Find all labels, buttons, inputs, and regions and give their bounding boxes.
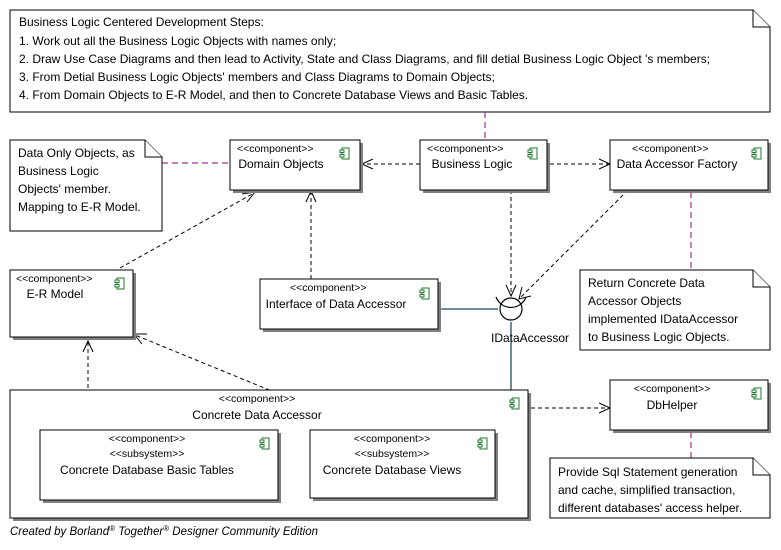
data-only-note-line-1: Data Only Objects, as — [18, 146, 135, 160]
top-note-line-3: 2. Draw Use Case Diagrams and then lead … — [19, 52, 710, 66]
component-interface-of-data-accessor[interactable]: <<component>> Interface of Data Accessor — [259, 278, 441, 332]
component-name: Concrete Data Accessor — [192, 408, 321, 422]
dbhelper-note-line-2: and cache, simplified transaction, — [558, 483, 735, 497]
data-only-note-line-4: Mapping to E-R Model. — [18, 200, 141, 214]
factory-note-line-3: implemented IDataAccessor — [588, 312, 738, 326]
component-name: E-R Model — [27, 287, 84, 301]
arrowhead — [518, 286, 532, 300]
top-note-line-2: 1. Work out all the Business Logic Objec… — [19, 34, 336, 48]
subsystem-database-views[interactable]: <<component>> <<subsystem>> Concrete Dat… — [309, 429, 498, 501]
footer-mid: Together — [115, 526, 164, 538]
stereotype-label: <<component>> — [632, 143, 708, 155]
component-data-accessor-factory[interactable]: <<component>> Data Accessor Factory — [609, 139, 771, 193]
component-business-logic[interactable]: <<component>> Business Logic — [419, 139, 550, 193]
footer-reg-mark-1: ® — [109, 524, 115, 533]
component-domain-objects[interactable]: <<component>> Domain Objects — [229, 139, 363, 193]
idataaccessor-interface[interactable]: IDataAccessor — [491, 296, 569, 345]
dbhelper-note-line-3: different databases' access helper. — [558, 501, 742, 515]
component-name: Concrete Database Views — [323, 463, 462, 477]
data-only-note[interactable]: Data Only Objects, as Business Logic Obj… — [9, 139, 163, 232]
stereotype-label: <<component>> — [427, 143, 503, 155]
footer-suffix: Designer Community Edition — [169, 526, 318, 538]
dep-er-model-to-domain-objects — [119, 192, 255, 269]
stereotype-label: <<component>> — [16, 273, 92, 285]
top-note-line-4: 3. From Detial Business Logic Objects' m… — [19, 70, 495, 84]
arrowhead — [241, 191, 257, 203]
factory-note-line-1: Return Concrete Data — [588, 276, 705, 290]
interface-circle-icon — [499, 297, 523, 321]
top-note-line-5: 4. From Domain Objects to E-R Model, and… — [19, 88, 528, 102]
factory-note-line-4: to Business Logic Objects. — [588, 330, 729, 344]
interface-label: IDataAccessor — [491, 331, 569, 345]
interface-socket-icon — [495, 296, 527, 309]
data-only-note-line-3: Objects' member. — [18, 182, 111, 196]
subsystem-basic-tables[interactable]: <<component>> <<subsystem>> Concrete Dat… — [39, 429, 281, 503]
stereotype-label: <<component>> — [237, 143, 313, 155]
footer-prefix: Created by Borland — [10, 526, 110, 538]
component-name: Business Logic — [432, 157, 513, 171]
stereotype-component-label: <<component>> — [109, 433, 185, 445]
arrowhead — [505, 284, 517, 298]
stereotype-component-label: <<component>> — [354, 433, 430, 445]
component-name: Interface of Data Accessor — [266, 297, 407, 311]
dbhelper-note[interactable]: Provide Sql Statement generation and cac… — [549, 457, 771, 519]
data-only-note-line-2: Business Logic — [18, 164, 99, 178]
component-name: Concrete Database Basic Tables — [60, 463, 234, 477]
component-dbhelper[interactable]: <<component>> DbHelper — [609, 379, 771, 433]
stereotype-label: <<component>> — [634, 383, 710, 395]
stereotype-subsystem-label: <<subsystem>> — [355, 448, 430, 460]
dep-factory-to-interface — [520, 189, 629, 298]
footer-credit: Created by Borland® Together® Designer C… — [10, 524, 318, 538]
component-name: DbHelper — [647, 398, 698, 412]
stereotype-label: <<component>> — [219, 393, 295, 405]
top-note[interactable]: Business Logic Centered Development Step… — [9, 9, 771, 113]
factory-note-line-2: Accessor Objects — [588, 294, 681, 308]
footer-reg-mark-2: ® — [163, 524, 169, 533]
dbhelper-note-line-1: Provide Sql Statement generation — [558, 465, 737, 479]
component-name: Domain Objects — [238, 157, 323, 171]
stereotype-label: <<component>> — [290, 282, 366, 294]
stereotype-subsystem-label: <<subsystem>> — [110, 448, 185, 460]
top-note-line-1: Business Logic Centered Development Step… — [19, 15, 264, 29]
component-er-model[interactable]: <<component>> E-R Model — [9, 269, 136, 340]
factory-note[interactable]: Return Concrete Data Accessor Objects im… — [579, 269, 771, 351]
component-name: Data Accessor Factory — [617, 157, 738, 171]
arrowhead — [82, 339, 94, 353]
